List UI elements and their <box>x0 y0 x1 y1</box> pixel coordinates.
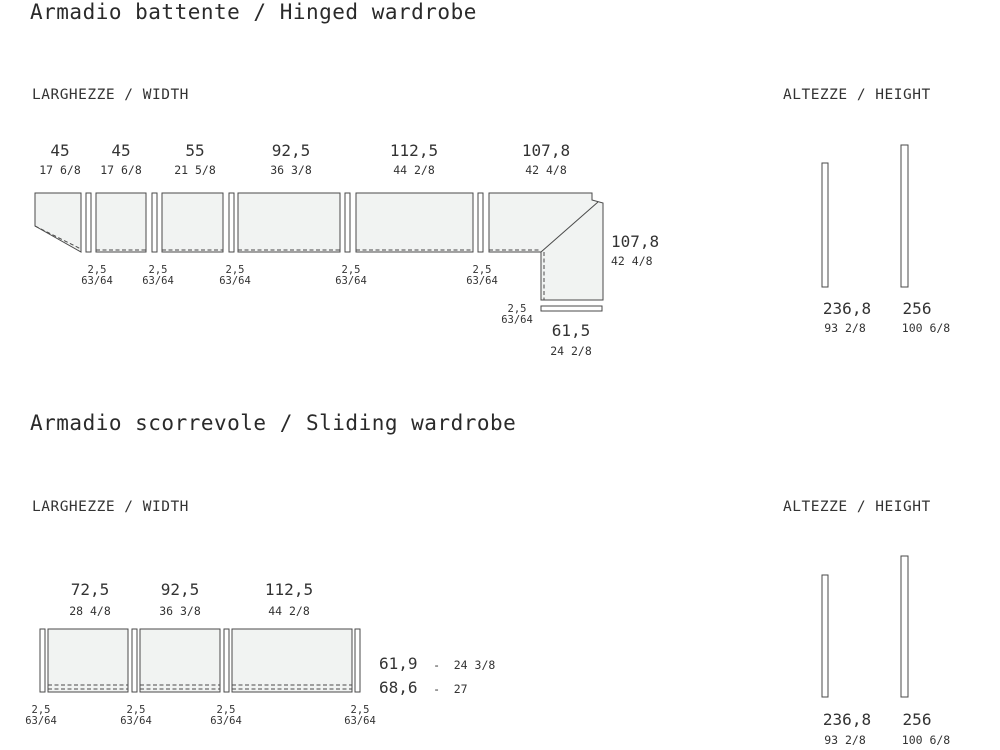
sliding-module-92-5 <box>139 628 221 693</box>
hinged-width-cm: 45 <box>111 141 131 160</box>
hinged-corner-diagonal <box>540 201 599 253</box>
sliding-side-panel <box>131 628 138 693</box>
hinged-corner-depth-in: 42 4/8 <box>611 254 653 268</box>
hinged-side-panel <box>85 192 92 253</box>
hinged-corner-side-panel <box>540 305 603 312</box>
hinged-width-cm: 107,8 <box>521 141 571 160</box>
sliding-depth-sep: - <box>433 682 441 696</box>
sliding-width-cm: 72,5 <box>70 580 110 599</box>
sliding-width-in: 28 4/8 <box>69 604 111 618</box>
hinged-width-cm: 92,5 <box>271 141 311 160</box>
hinged-side-panel <box>228 192 235 253</box>
sliding-height-in: 100 6/8 <box>901 733 951 747</box>
hinged-width-in: 17 6/8 <box>39 163 81 177</box>
hinged-module-door-swing <box>34 225 82 250</box>
sliding-depth-row: 68,6 - 27 <box>379 678 468 697</box>
hinged-corner-bottom-in: 24 2/8 <box>550 344 592 358</box>
hinged-module-92-5 <box>237 192 341 253</box>
sliding-side-panel <box>223 628 230 693</box>
hinged-width-label: LARGHEZZE / WIDTH <box>32 87 189 103</box>
hinged-module-45 <box>95 192 147 253</box>
hinged-module-45-angled <box>34 192 82 253</box>
hinged-corner-module <box>488 192 604 301</box>
hinged-width-cm: 112,5 <box>389 141 439 160</box>
sliding-depth-in: 24 3/8 <box>453 658 496 672</box>
sliding-module-72-5 <box>47 628 129 693</box>
hinged-height-cm: 256 <box>902 299 932 318</box>
sliding-modules <box>39 628 361 693</box>
hinged-width-in: 44 2/8 <box>393 163 435 177</box>
sliding-side-panel <box>354 628 361 693</box>
sliding-height-cm: 256 <box>902 710 932 729</box>
hinged-width-in: 21 5/8 <box>174 163 216 177</box>
hinged-corner-depth-cm: 107,8 <box>611 232 660 251</box>
sliding-height-label: ALTEZZE / HEIGHT <box>783 499 931 515</box>
hinged-section-title: Armadio battente / Hinged wardrobe <box>30 0 477 24</box>
sliding-width-cm: 112,5 <box>264 580 314 599</box>
hinged-height-bar-236-8 <box>821 162 829 288</box>
hinged-width-in: 36 3/8 <box>270 163 312 177</box>
hinged-height-label: ALTEZZE / HEIGHT <box>783 87 931 103</box>
sliding-module-112-5 <box>231 628 353 693</box>
sliding-depth-cm: 68,6 <box>379 678 418 697</box>
hinged-width-in: 42 4/8 <box>525 163 567 177</box>
sliding-depth-row: 61,9 - 24 3/8 <box>379 654 495 673</box>
hinged-width-cm: 45 <box>50 141 70 160</box>
hinged-height-cm: 236,8 <box>822 299 872 318</box>
sliding-side-panel <box>39 628 46 693</box>
sliding-section-title: Armadio scorrevole / Sliding wardrobe <box>30 411 517 435</box>
hinged-corner-bottom-cm: 61,5 <box>551 321 591 340</box>
hinged-width-cm: 55 <box>185 141 205 160</box>
hinged-module-112-5 <box>355 192 474 253</box>
hinged-modules <box>34 192 604 312</box>
hinged-side-panel <box>344 192 351 253</box>
hinged-height-in: 100 6/8 <box>901 321 951 335</box>
sliding-width-cm: 92,5 <box>160 580 200 599</box>
sliding-height-bar-256 <box>900 555 909 698</box>
sliding-depth-sep: - <box>433 658 441 672</box>
hinged-module-55 <box>161 192 224 253</box>
sliding-height-bar-236-8 <box>821 574 829 698</box>
hinged-height-in: 93 2/8 <box>824 321 866 335</box>
sliding-depth-cm: 61,9 <box>379 654 418 673</box>
sliding-height-in: 93 2/8 <box>824 733 866 747</box>
hinged-side-panel <box>151 192 158 253</box>
hinged-side-panel <box>477 192 484 253</box>
sliding-width-in: 44 2/8 <box>268 604 310 618</box>
sliding-width-label: LARGHEZZE / WIDTH <box>32 499 189 515</box>
sliding-depth-in: 27 <box>453 682 468 696</box>
hinged-width-in: 17 6/8 <box>100 163 142 177</box>
sliding-width-in: 36 3/8 <box>159 604 201 618</box>
hinged-height-bar-256 <box>900 144 909 288</box>
sliding-height-cm: 236,8 <box>822 710 872 729</box>
